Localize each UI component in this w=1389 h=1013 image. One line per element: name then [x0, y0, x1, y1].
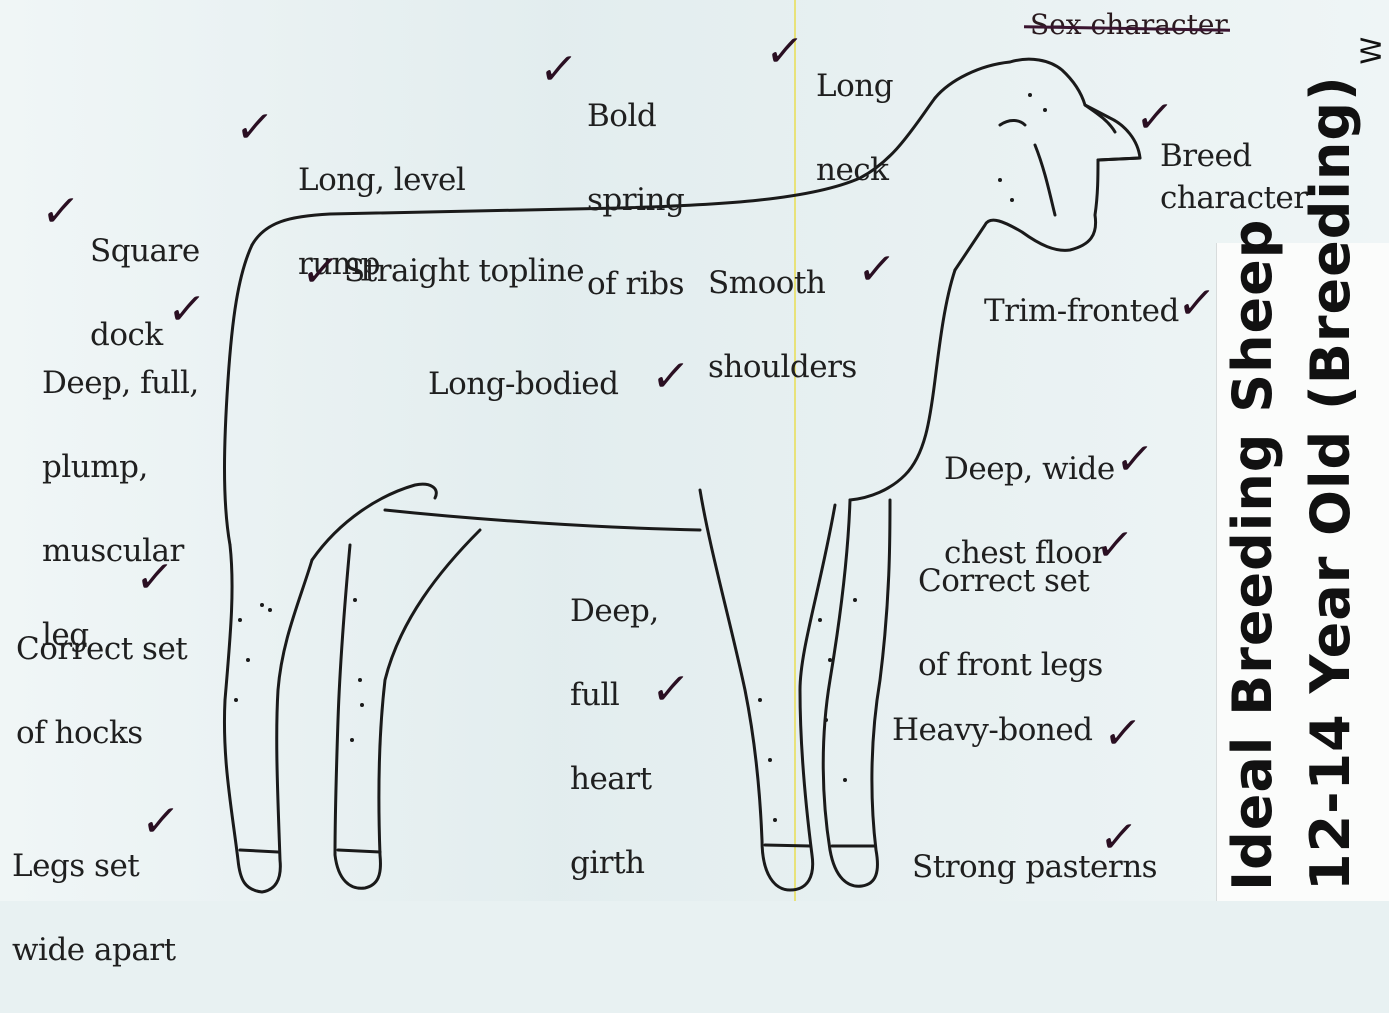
label-correct-front-legs: Correct set of front legs	[918, 518, 1103, 728]
label-heavy-boned: Heavy-boned	[892, 709, 1093, 751]
sheep-rear	[225, 245, 253, 545]
sheep-rear-leg-1	[224, 545, 312, 892]
sheep-rear-leg-2	[312, 484, 480, 888]
check-icon: ✓	[649, 668, 692, 712]
label-long-bodied: Long-bodied	[428, 363, 619, 405]
check-icon: ✓	[855, 248, 898, 292]
check-icon: ✓	[1133, 96, 1176, 140]
sheep-head	[935, 59, 1140, 270]
check-icon: ✓	[1093, 524, 1136, 568]
label-deep-heart-girth: Deep, full heart girth	[570, 548, 659, 926]
sheep-chest	[850, 270, 955, 500]
sheep-ear	[1085, 105, 1140, 160]
check-icon: ✓	[39, 190, 82, 234]
label-long-neck: Long neck	[816, 23, 893, 233]
label-smooth-shoulders: Smooth shoulders	[708, 220, 857, 430]
sheep-belly	[385, 510, 700, 530]
check-icon: ✓	[1101, 712, 1144, 756]
note-title: Ideal Breeding Sheep	[1223, 219, 1283, 891]
sheep-front-leg-1	[700, 490, 835, 890]
check-icon: ✓	[649, 355, 692, 399]
label-correct-hocks: Correct set of hocks	[16, 586, 187, 796]
note-subtitle: 12-14 Year Old (Breeding)	[1301, 75, 1361, 891]
handwritten-note-card: Ideal Breeding Sheep 12-14 Year Old (Bre…	[1216, 243, 1389, 901]
sheep-front-leg-2	[823, 500, 890, 886]
edge-mark: W	[1355, 46, 1389, 65]
check-icon: ✓	[233, 106, 276, 150]
check-icon: ✓	[139, 800, 182, 844]
check-icon: ✓	[537, 48, 580, 92]
check-icon: ✓	[1113, 438, 1156, 482]
check-icon: ✓	[299, 250, 342, 294]
check-icon: ✓	[1175, 282, 1218, 326]
label-bold-spring: Bold spring of ribs	[587, 53, 684, 347]
check-icon: ✓	[763, 30, 806, 74]
label-trim-fronted: Trim-fronted	[984, 290, 1179, 332]
label-strong-pasterns: Strong pasterns	[912, 846, 1157, 888]
label-straight-topline: Straight topline	[344, 250, 584, 292]
